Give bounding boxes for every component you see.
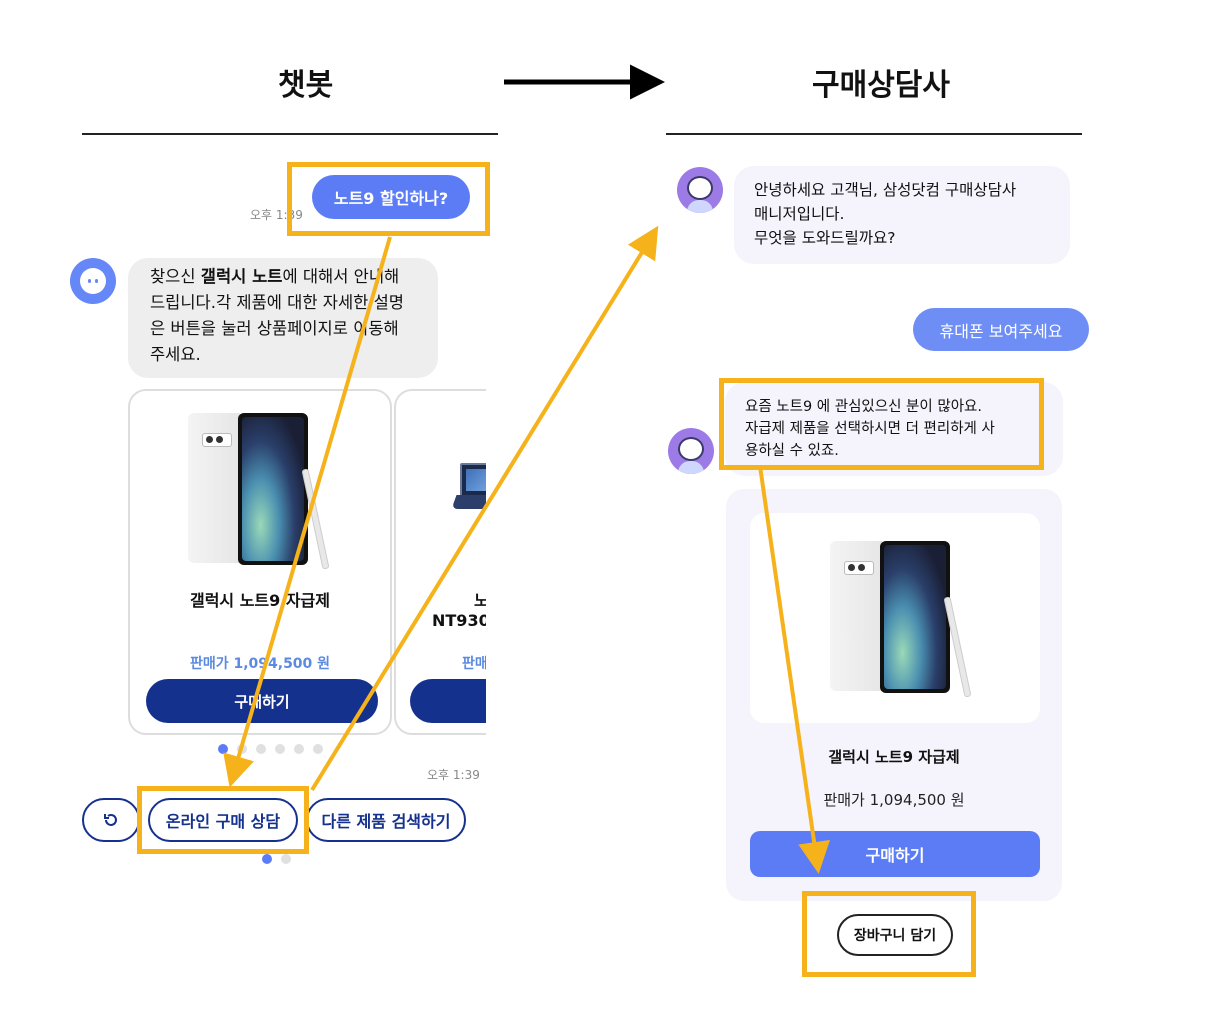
reply-line: 용하실 수 있죠. xyxy=(745,443,839,459)
carousel-dot[interactable] xyxy=(218,744,228,754)
right-divider xyxy=(666,133,1082,135)
product-price: 판매가 1,094,500 원 xyxy=(823,791,965,809)
carousel-dot[interactable] xyxy=(256,744,266,754)
greeting-line: 안녕하세요 고객님, 삼성닷컴 구매상담사 xyxy=(754,181,1017,199)
quick-action-dot[interactable] xyxy=(281,854,291,864)
product-card-2[interactable]: 노 NT930 판매 xyxy=(394,389,486,735)
bot-message-bold: 갤럭시 노트 xyxy=(200,267,283,286)
bot-message-post: 에 대해서 안내해 드립니다.각 제품에 대한 자세한 설명은 버튼을 눌러 상… xyxy=(150,267,404,364)
online-consult-button[interactable]: 온라인 구매 상담 xyxy=(148,798,298,842)
reply-line: 요즘 노트9 에 관심있으신 분이 많아요. xyxy=(745,399,982,415)
consultant-avatar xyxy=(677,167,723,213)
arrow-to-consultant xyxy=(310,225,659,792)
buy-button[interactable]: 구매하기 xyxy=(146,679,378,723)
user-message-bubble: 노트9 할인하나? xyxy=(312,175,470,219)
chatbot-heading: 챗봇 xyxy=(278,68,334,103)
product-card-price: 판매가 1,094,500 원 xyxy=(189,656,331,672)
greeting-line: 매니저입니다. xyxy=(754,205,845,223)
left-divider xyxy=(82,133,498,135)
carousel-dot[interactable] xyxy=(294,744,304,754)
buy-button-2[interactable] xyxy=(410,679,486,723)
laptop-product-image xyxy=(451,463,486,517)
consultant-heading: 구매상담사 xyxy=(812,68,950,103)
carousel-dot[interactable] xyxy=(313,744,323,754)
refresh-button[interactable] xyxy=(82,798,140,842)
user-message-bubble-2: 휴대폰 보여주세요 xyxy=(913,308,1089,351)
arrow-to-add-to-cart xyxy=(758,465,830,874)
product-card-name: 갤럭시 노트9 자급제 xyxy=(189,591,331,610)
carousel-dot[interactable] xyxy=(275,744,285,754)
product-image-box[interactable] xyxy=(750,513,1040,723)
bot-message-time: 오후 1:39 xyxy=(427,768,480,782)
refresh-icon xyxy=(104,814,117,826)
bot-message-bubble: 찾으신 갤럭시 노트에 대해서 안내해 드립니다.각 제품에 대한 자세한 설명… xyxy=(128,258,438,378)
chatbot-face-icon xyxy=(80,268,106,294)
consultant-reply-bubble: 요즘 노트9 에 관심있으신 분이 많아요. 자급제 제품을 선택하시면 더 편… xyxy=(725,382,1063,476)
reply-line: 자급제 제품을 선택하시면 더 편리하게 사 xyxy=(745,421,995,437)
quick-action-dot[interactable] xyxy=(262,854,272,864)
product-card-2-name: 노 xyxy=(474,591,486,610)
product-carousel[interactable]: 갤럭시 노트9 자급제 판매가 1,094,500 원 구매하기 노 NT930… xyxy=(128,389,486,739)
product-card-2-price: 판매 xyxy=(462,656,486,672)
bot-message-pre: 찾으신 xyxy=(150,267,201,286)
consultant-avatar-2 xyxy=(668,428,714,474)
chatbot-avatar xyxy=(70,258,116,304)
add-to-cart-button[interactable]: 장바구니 담기 xyxy=(837,914,953,956)
product-panel: 갤럭시 노트9 자급제 판매가 1,094,500 원 구매하기 xyxy=(726,489,1062,901)
greeting-line: 무엇을 도와드릴까요? xyxy=(754,229,896,247)
product-name: 갤럭시 노트9 자급제 xyxy=(828,748,960,766)
product-card[interactable]: 갤럭시 노트9 자급제 판매가 1,094,500 원 구매하기 xyxy=(128,389,392,735)
product-card-2-name2: NT930 xyxy=(432,611,486,630)
search-other-products-button[interactable]: 다른 제품 검색하기 xyxy=(306,798,466,842)
arrow-to-online-consult xyxy=(223,236,392,788)
consultant-greeting-bubble: 안녕하세요 고객님, 삼성닷컴 구매상담사 매니저입니다. 무엇을 도와드릴까요… xyxy=(734,166,1070,264)
